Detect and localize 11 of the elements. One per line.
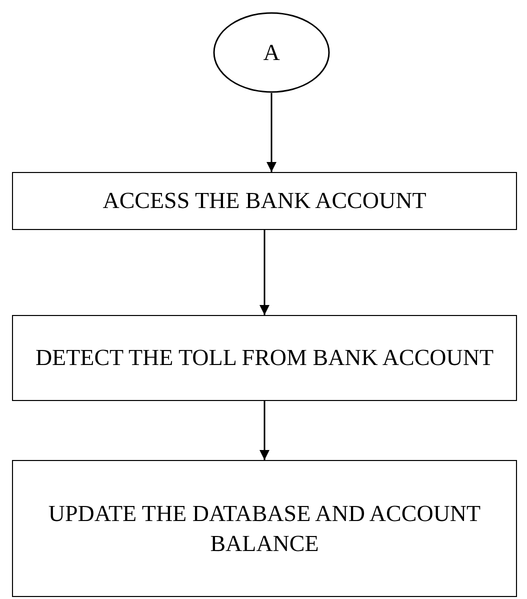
arrow [260, 401, 270, 460]
node-label: ACCESS THE BANK ACCOUNT [102, 187, 428, 216]
arrow [266, 93, 276, 172]
process-box [12, 172, 517, 230]
arrow [260, 230, 270, 315]
process-box [12, 460, 517, 597]
node-label: UPDATE THE DATABASE AND ACCOUNT BALANCE [47, 500, 482, 558]
node-label: DETECT THE TOLL FROM BANK ACCOUNT [34, 344, 495, 372]
node-label: A [262, 38, 281, 67]
connector-ellipse [213, 12, 330, 93]
process-box [12, 315, 517, 401]
